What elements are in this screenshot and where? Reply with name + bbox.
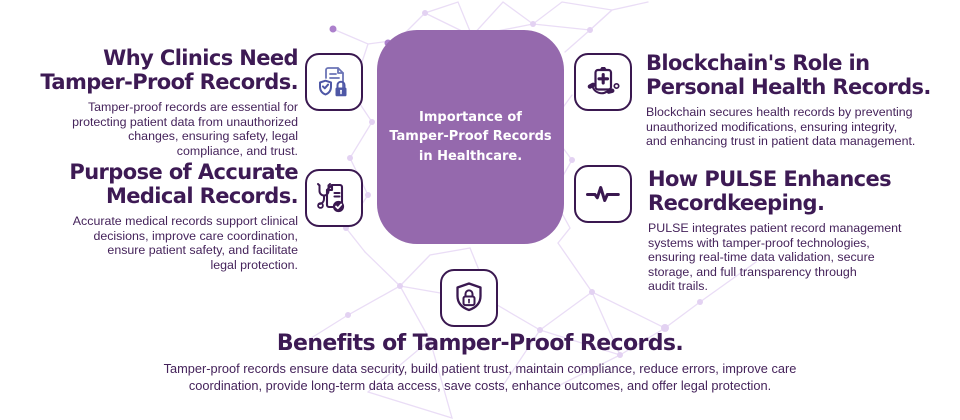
body-line: Blockchain secures health records by pre… (646, 105, 913, 119)
section-title: Benefits of Tamper-Proof Records. (276, 331, 684, 357)
tile-blockchain-role (574, 53, 632, 111)
tile-why-clinics (305, 53, 363, 111)
body-line: Accurate medical records support clinica… (72, 214, 298, 228)
section-blockchain-role: Blockchain's Role in Personal Health Rec… (646, 51, 931, 149)
section-body: Tamper-proof records are essential for p… (72, 100, 298, 158)
title-line: Purpose of Accurate (69, 160, 298, 184)
center-card-title: Importance of Tamper-Proof Records in He… (389, 108, 551, 167)
body-line: legal protection. (210, 257, 298, 272)
body-line: changes, ensuring safety, legal (128, 129, 298, 144)
section-title: Purpose of Accurate Medical Records. (69, 160, 298, 208)
tile-pulse-recordkeeping (574, 165, 632, 223)
body-line: and enhancing trust in patient data mana… (646, 134, 916, 149)
body-line: storage, and full transparency through (648, 264, 857, 279)
section-body: PULSE integrates patient record manageme… (648, 221, 901, 294)
shield-lock-icon (456, 282, 482, 312)
section-purpose-records: Purpose of Accurate Medical Records. Acc… (69, 160, 298, 272)
section-body: Accurate medical records support clinica… (73, 214, 298, 272)
title-line: Medical Records. (105, 184, 299, 208)
center-card: Importance of Tamper-Proof Records in He… (377, 30, 564, 244)
body-line: decisions, improve care coordination, (93, 228, 298, 243)
body-line: coordination, provide long-term data acc… (188, 377, 772, 393)
body-line: PULSE integrates patient record manageme… (648, 221, 902, 235)
body-line: audit trails. (648, 279, 708, 294)
center-title-line: in Healthcare. (418, 148, 523, 164)
pulse-icon (586, 186, 620, 202)
section-body: Tamper-proof records ensure data securit… (164, 361, 797, 394)
body-line: Tamper-proof records ensure data securit… (163, 361, 797, 376)
section-title: Why Clinics Need Tamper-Proof Records. (40, 46, 298, 94)
medical-record-stethoscope-icon (587, 67, 620, 95)
title-line: Tamper-Proof Records. (40, 70, 298, 94)
title-line: Recordkeeping. (648, 191, 825, 215)
section-benefits: Benefits of Tamper-Proof Records. Tamper… (0, 331, 960, 394)
body-line: Tamper-proof records are essential for (87, 100, 298, 114)
body-line: compliance, and trust. (176, 143, 298, 158)
section-title: How PULSE Enhances Recordkeeping. (648, 167, 892, 215)
title-line: Why Clinics Need (103, 46, 298, 70)
section-why-clinics: Why Clinics Need Tamper-Proof Records. T… (40, 46, 298, 158)
tile-benefits (440, 269, 498, 327)
stethoscope-report-check-icon (317, 183, 345, 213)
body-line: systems with tamper-proof technologies, (648, 235, 870, 250)
title-line: How PULSE Enhances (648, 167, 892, 191)
center-title-line: Tamper-Proof Records (389, 129, 552, 145)
body-line: ensuring real-time data validation, secu… (648, 250, 875, 265)
body-line: protecting patient data from unauthorize… (72, 114, 298, 129)
section-title: Blockchain's Role in Personal Health Rec… (646, 51, 931, 99)
section-body: Blockchain secures health records by pre… (646, 105, 915, 149)
title-line: Blockchain's Role in (646, 51, 870, 75)
document-shield-lock-icon (319, 67, 347, 97)
center-title-line: Importance of (419, 109, 522, 125)
title-line: Benefits of Tamper-Proof Records. (276, 331, 684, 356)
title-line: Personal Health Records. (646, 75, 931, 99)
body-line: ensure patient safety, and facilitate (107, 243, 298, 258)
section-pulse-recordkeeping: How PULSE Enhances Recordkeeping. PULSE … (648, 167, 901, 294)
tile-purpose-records (305, 169, 363, 227)
body-line: unauthorized modifications, ensuring int… (646, 119, 898, 134)
